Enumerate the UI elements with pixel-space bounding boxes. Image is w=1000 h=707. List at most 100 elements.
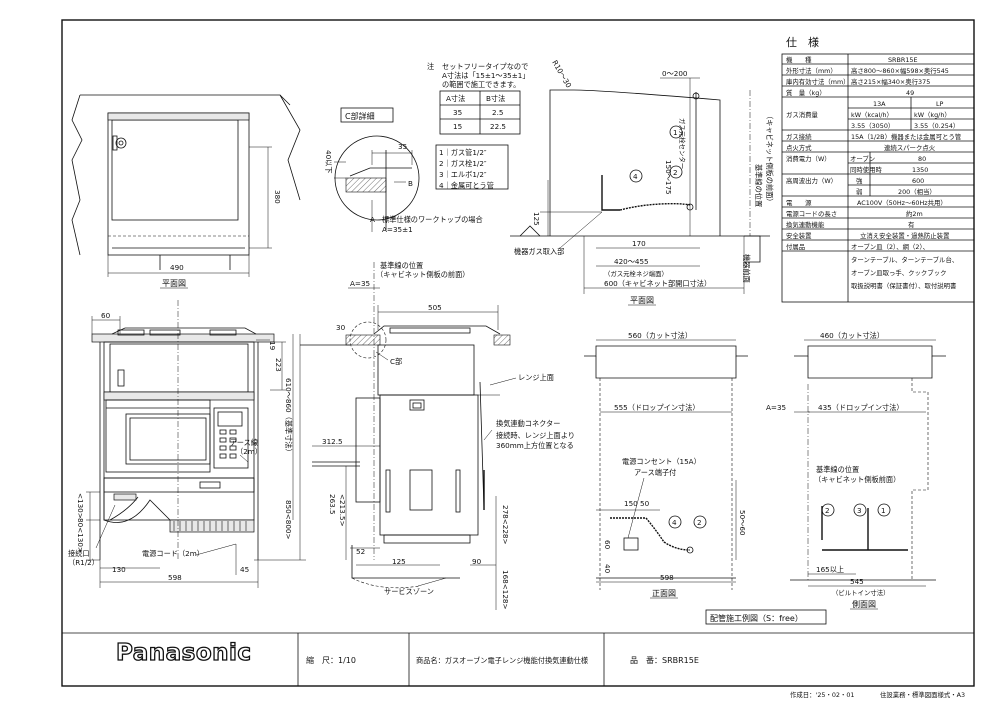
si-d165: 165以上 xyxy=(816,565,844,574)
example-label: 配管施工例図（S：free） xyxy=(710,613,803,623)
detail-dim-b: B xyxy=(408,179,413,188)
title-dept: 住設業務・標準図面様式・A3 xyxy=(880,690,965,699)
spec-gas-label: ガス消費量 xyxy=(786,110,819,119)
spec-row-mass-label: 質 量（kg） xyxy=(786,88,826,97)
spec-power-label: 消費電力（W） xyxy=(786,154,831,163)
fi-caption: 正面図 xyxy=(652,589,676,598)
gas-d600: 600（キャビネット部開口寸法） xyxy=(604,279,711,288)
legend-3: 3｜エルボ1/2″ xyxy=(439,170,487,179)
gas-ref-1: 基準線の位置 xyxy=(754,164,763,207)
fi-d40: 40 xyxy=(603,564,612,574)
si-d460: 460（カット寸法） xyxy=(820,331,884,340)
fi-d60: 60 xyxy=(603,540,612,550)
gas-d420: 420～455 xyxy=(614,257,649,266)
side-ref-line-1: 基準線の位置 xyxy=(380,261,423,270)
svg-text:2: 2 xyxy=(697,518,702,527)
legend-4: 4｜金属可とう管 xyxy=(439,181,494,190)
note-a-2: 15 xyxy=(453,122,462,131)
gas-d170: 170 xyxy=(632,239,646,248)
side-service-zone: サービスゾーン xyxy=(384,587,434,596)
side-d125: 125 xyxy=(392,557,406,566)
spec-heat-strong-label: 強 xyxy=(856,177,863,185)
title-scale: 縮 尺：1/10 xyxy=(306,655,356,665)
spec-row-ign-label: 点火方式 xyxy=(786,143,812,152)
spec-power-oven: 80 xyxy=(918,155,926,163)
spec-row-outer: 高さ800～860×幅598×奥行545 xyxy=(851,66,949,75)
svg-text:1: 1 xyxy=(881,506,886,515)
spec-acc-3: オーブン皿取っ手、クックブック xyxy=(851,268,946,277)
side-d52: 52 xyxy=(356,547,365,556)
front-view-range: 60 19 223 610～860（基準寸法） 850<800> アース線（2m… xyxy=(68,300,306,588)
side-label-c: C部 xyxy=(390,357,402,366)
svg-text:4: 4 xyxy=(633,172,638,181)
side-d278: 278<228> xyxy=(501,505,510,544)
side-d213: <213.5> xyxy=(338,494,347,527)
gas-r-dim: R10～30 xyxy=(550,59,573,90)
spec-row-cord-label: 電源コードの長さ xyxy=(786,209,837,218)
spec-acc-1: オーブン皿（2）、網（2）、 xyxy=(851,242,929,251)
front-install-view: 560（カット寸法） 555（ドロップイン寸法） 電源コンセント（15A） アー… xyxy=(584,331,748,599)
spec-row-ign: 連続スパーク点火 xyxy=(884,143,936,152)
note-line-2: A寸法は「15±1～35±1」 xyxy=(442,71,530,80)
dim-60: 60 xyxy=(101,311,111,320)
side-range-top: レンジ上面 xyxy=(518,373,554,382)
detail-dim-a: A xyxy=(370,215,375,224)
panasonic-logo: Panasonic xyxy=(115,639,252,666)
si-d545: 545 xyxy=(850,577,864,586)
gas-d0200: 0～200 xyxy=(662,69,688,78)
spec-row-power-label: 電 源 xyxy=(786,198,812,207)
detail-dim-40: 40以下 xyxy=(324,150,333,174)
spec-acc-4: 取扱説明書（保証書付）、取付説明書 xyxy=(851,281,957,290)
spec-row-vent-label: 換気連動機能 xyxy=(786,220,825,229)
side-install-view: 460（カット寸法） A=35 435（ドロップイン寸法） 基準線の位置 （キャ… xyxy=(766,331,946,610)
fi-outlet: 電源コンセント（15A） xyxy=(622,457,701,466)
connector-3: 360mm上方位置となる xyxy=(496,441,574,450)
dim-610: 610～860（基準寸法） xyxy=(284,378,293,456)
spec-gas-val2: 3.55（0.254） xyxy=(914,122,959,130)
connector-1: 換気連動コネクター xyxy=(496,419,560,428)
title-date: 作成日：'25・02・01 xyxy=(790,690,855,699)
connector-2: 接続時、レンジ上面より xyxy=(496,431,575,440)
gas-center-label: ガス元栓センター xyxy=(678,118,687,169)
fi-d598: 598 xyxy=(660,573,674,582)
detail-c: C部詳細 35 40以下 B A 1｜ガス管1/2″ 2｜ガス栓1/2″ 3｜エ… xyxy=(324,107,509,234)
plan-top-caption: 平面図 xyxy=(162,279,186,288)
spec-row-power: AC100V（50Hz～60Hz共用） xyxy=(857,198,947,207)
detail-c-title: C部詳細 xyxy=(345,111,375,121)
fi-d50: 50 xyxy=(640,499,650,508)
dim-130v: <130> xyxy=(76,493,85,519)
spec-row-inner-label: 庫内有効寸法（mm） xyxy=(786,77,850,86)
spec-gas-val1: 3.55（3050） xyxy=(851,122,894,130)
connection-port-label: 接続口（R1/2） xyxy=(68,549,99,567)
note-a-1: 35 xyxy=(453,108,462,117)
si-d545b: （ビルトイン寸法） xyxy=(832,588,890,597)
spec-heat-weak-label: 弱 xyxy=(856,188,862,196)
dim-490: 490 xyxy=(170,263,184,272)
si-ref-1: 基準線の位置 xyxy=(816,465,859,474)
fi-d150: 150 xyxy=(624,499,638,508)
spec-row-conn-label: ガス接続 xyxy=(786,132,812,141)
spec-heat-weak: 200（相当） xyxy=(898,187,936,196)
spec-row-mass: 49 xyxy=(906,89,914,97)
spec-heat-strong: 600 xyxy=(912,177,924,185)
dim-850: 850<800> xyxy=(284,500,293,539)
workbench-note-1: 標準仕様のワークトップの場合 xyxy=(382,215,483,224)
dim-19: 19 xyxy=(268,341,277,351)
spec-row-vent: 有 xyxy=(908,220,914,229)
side-d263: 263.5 xyxy=(328,494,337,515)
spec-row-safety: 立消え安全装置・過熱防止装置 xyxy=(860,231,950,240)
spec-row-outer-label: 外形寸法（mm） xyxy=(786,66,837,75)
note-prefix: 注 xyxy=(427,62,434,71)
fi-d555: 555（ドロップイン寸法） xyxy=(614,403,700,412)
gas-d150: 150～175 xyxy=(664,160,673,195)
spec-row-model-label: 機 種 xyxy=(786,55,812,64)
fi-earth: アース端子付 xyxy=(634,468,676,477)
workbench-note-2: A=35±1 xyxy=(382,225,413,234)
gas-ref-2: （キャビネット側板の前面） xyxy=(765,112,774,205)
si-ref-2: （キャビネット側板前面） xyxy=(814,475,900,484)
side-d90: 90 xyxy=(472,557,482,566)
spec-heat-label: 高周波出力（W） xyxy=(786,176,837,185)
si-a: A=35 xyxy=(766,403,786,412)
side-d312: 312.5 xyxy=(322,437,343,446)
